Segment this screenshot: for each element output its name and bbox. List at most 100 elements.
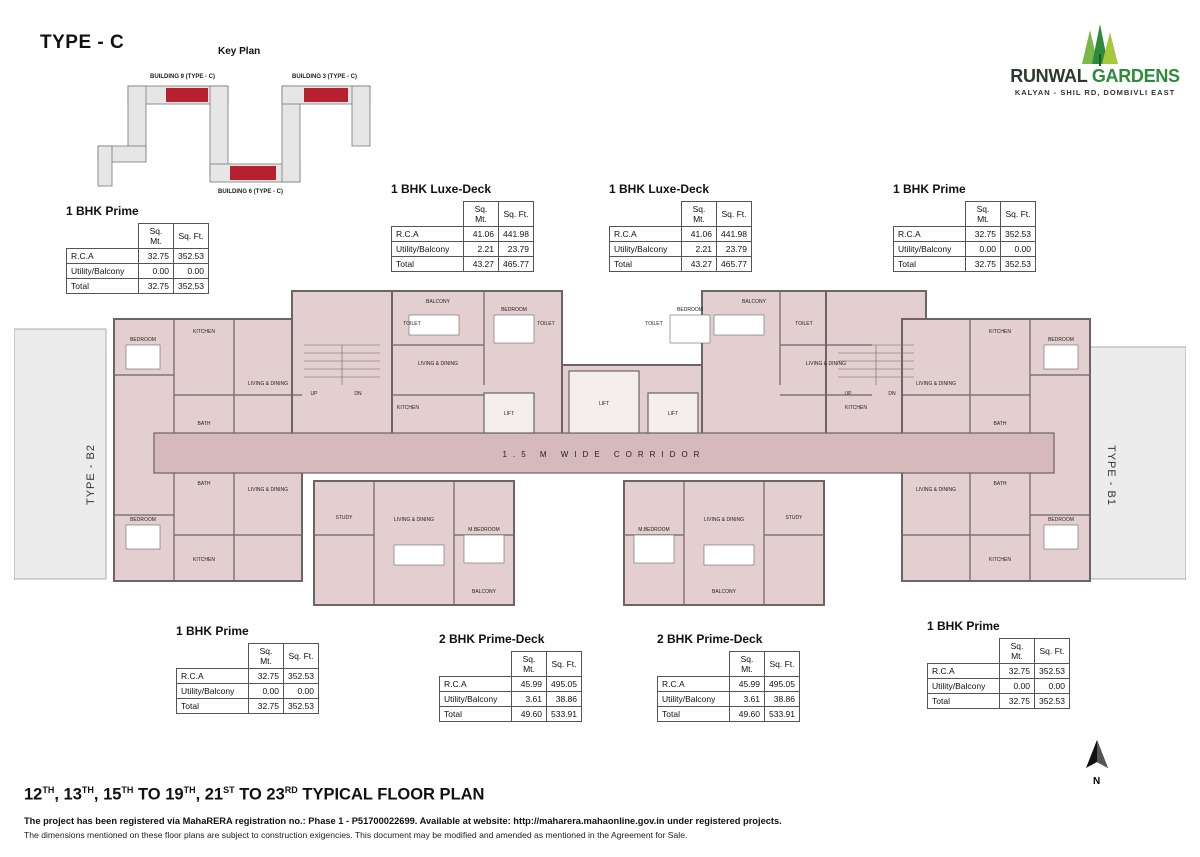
row-label: Total — [609, 256, 682, 272]
room-label: BATH — [994, 481, 1007, 487]
separator: , — [195, 785, 205, 804]
ordinal-suffix: TH — [42, 785, 55, 795]
room-label: BEDROOM — [677, 307, 703, 313]
unit-type-title: 2 BHK Prime-Deck — [439, 632, 545, 646]
area-value: 495.05 — [546, 676, 582, 692]
stair-label: UP — [311, 391, 319, 397]
ordinal-suffix: TH — [183, 785, 196, 795]
column-header: Sq. Mt. — [681, 201, 717, 227]
north-arrow-icon: N — [1086, 740, 1108, 786]
column-header: Sq. Ft. — [498, 201, 534, 227]
area-value: 465.77 — [498, 256, 534, 272]
bed-2bhk-east — [633, 534, 675, 564]
room-label: KITCHEN — [193, 557, 215, 563]
floor-number: 19 — [165, 785, 184, 804]
room-label: BALCONY — [426, 299, 451, 305]
column-header: Sq. Ft. — [1000, 201, 1036, 227]
room-label: KITCHEN — [989, 557, 1011, 563]
room-label: LIFT — [668, 411, 678, 417]
room-label: KITCHEN — [845, 405, 867, 411]
area-value: 0.00 — [1034, 678, 1070, 694]
walls-unit-east-top — [902, 319, 1090, 433]
area-value: 32.75 — [999, 693, 1035, 709]
floor-number: 23 — [266, 785, 285, 804]
walls-unit-2bhk-west — [314, 481, 514, 605]
area-value: 352.53 — [1000, 226, 1036, 242]
rera-registration-note: The project has been registered via Maha… — [24, 816, 782, 826]
room-label: LIVING & DINING — [248, 381, 288, 387]
key-plan-highlight-building-3 — [304, 88, 348, 102]
room-label: BEDROOM — [130, 337, 156, 343]
row-label: Utility/Balcony — [609, 241, 682, 257]
area-value: 32.75 — [999, 663, 1035, 679]
walls-unit-east-bottom — [902, 473, 1090, 581]
unit-type-title: 1 BHK Luxe-Deck — [391, 182, 492, 196]
key-plan-label: Key Plan — [218, 46, 261, 57]
row-label: R.C.A — [66, 248, 139, 264]
row-label: Total — [176, 698, 249, 714]
room-label: LIVING & DINING — [806, 361, 846, 367]
room-label: LIVING & DINING — [916, 487, 956, 493]
room-label: M.BEDROOM — [468, 527, 499, 533]
north-label: N — [1093, 776, 1100, 786]
row-label: R.C.A — [927, 663, 1000, 679]
area-value: 0.00 — [1000, 241, 1036, 257]
title-suffix: TYPICAL FLOOR PLAN — [297, 785, 485, 804]
area-value: 43.27 — [463, 256, 499, 272]
row-label: Utility/Balcony — [439, 691, 512, 707]
column-header: Sq. Ft. — [1034, 638, 1070, 664]
area-value: 441.98 — [498, 226, 534, 242]
brand-name: RUNWAL GARDENS — [1000, 66, 1190, 87]
room-label: LIVING & DINING — [394, 517, 434, 523]
area-value: 0.00 — [999, 678, 1035, 694]
brand-logo: RUNWAL GARDENS KALYAN - SHIL RD, DOMBIVL… — [1000, 24, 1188, 104]
sofa-luxe-west — [408, 314, 460, 336]
room-label: BEDROOM — [501, 307, 527, 313]
column-header: Sq. Mt. — [463, 201, 499, 227]
row-label: Total — [927, 693, 1000, 709]
unit-type-title: 1 BHK Prime — [893, 182, 966, 196]
row-label: Utility/Balcony — [927, 678, 1000, 694]
sofa-2bhk-east — [703, 544, 755, 566]
key-plan-building-3-arm — [351, 85, 371, 147]
row-label: R.C.A — [609, 226, 682, 242]
area-value: 23.79 — [498, 241, 534, 257]
room-label: TOILET — [537, 321, 554, 327]
room-label: STUDY — [336, 515, 354, 521]
key-plan-highlight-building-6 — [230, 166, 276, 180]
room-label: BEDROOM — [1048, 337, 1074, 343]
column-header: Sq. Mt. — [729, 651, 765, 677]
area-value: 43.27 — [681, 256, 717, 272]
unit-type-title: 1 BHK Prime — [66, 204, 139, 218]
key-plan-building-6-left-arm — [209, 85, 229, 177]
stair-label: DN — [354, 391, 362, 397]
area-value: 32.75 — [965, 226, 1001, 242]
lift-car — [568, 370, 640, 434]
separator: TO — [133, 785, 166, 804]
area-value: 352.53 — [173, 248, 209, 264]
row-label: R.C.A — [176, 668, 249, 684]
area-value: 465.77 — [716, 256, 752, 272]
column-header: Sq. Ft. — [173, 223, 209, 249]
room-label: STUDY — [786, 515, 804, 521]
area-value: 352.53 — [1034, 663, 1070, 679]
area-value: 41.06 — [463, 226, 499, 242]
row-label: Total — [66, 278, 139, 294]
room-label: LIVING & DINING — [248, 487, 288, 493]
ordinal-suffix: RD — [284, 785, 298, 795]
column-header: Sq. Mt. — [965, 201, 1001, 227]
area-value: 49.60 — [511, 706, 547, 722]
row-label: Total — [657, 706, 730, 722]
sofa-luxe-east — [713, 314, 765, 336]
area-value: 495.05 — [764, 676, 800, 692]
area-value: 49.60 — [729, 706, 765, 722]
room-label: BALCONY — [472, 589, 497, 595]
